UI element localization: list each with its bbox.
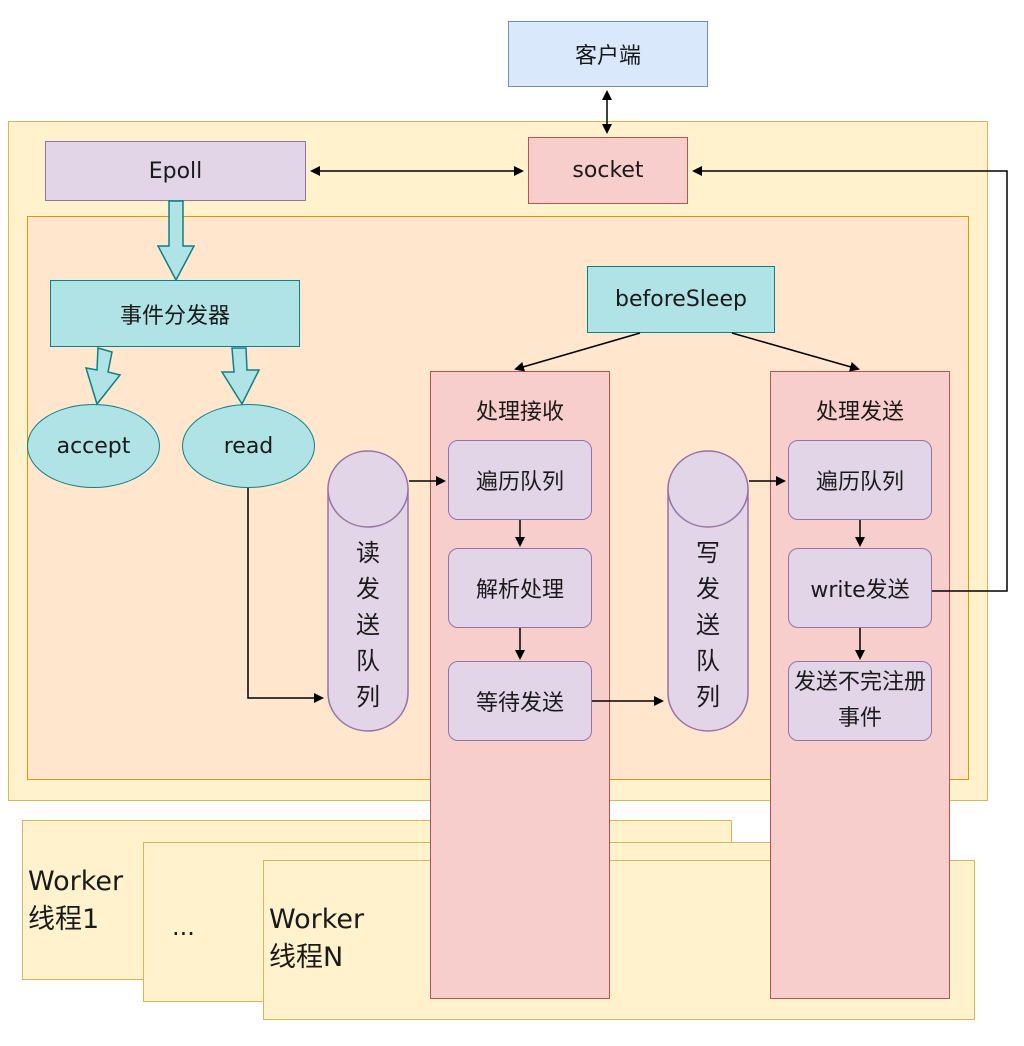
send-step-register-event: 发送不完注册事件	[788, 661, 932, 741]
client-node: 客户端	[508, 21, 708, 87]
receive-column-title: 处理接收	[475, 400, 564, 425]
worker-thread-n-label: Worker 线程N	[269, 901, 364, 977]
receive-step-wait-send: 等待发送	[448, 661, 592, 741]
worker-thread-1-label: Worker 线程1	[28, 863, 123, 939]
epoll-node: Epoll	[45, 141, 306, 201]
worker-thread-n-line2: 线程N	[269, 942, 344, 973]
write-queue-char: 队	[696, 647, 720, 675]
receive-step-parse: 解析处理	[448, 548, 592, 628]
write-queue-char: 列	[696, 683, 720, 711]
send-step-traverse: 遍历队列	[788, 440, 932, 520]
worker-thread-n-line1: Worker	[269, 904, 365, 935]
write-queue-char: 写	[696, 539, 720, 567]
read-node: read	[182, 404, 315, 488]
write-queue-label: 写 发 送 队 列	[666, 535, 750, 715]
worker-thread-1-line2: 线程1	[28, 904, 100, 935]
read-queue-label: 读 发 送 队 列	[326, 535, 410, 715]
send-step-write: write发送	[788, 548, 932, 628]
read-queue-char: 读	[356, 539, 380, 567]
read-queue-char: 送	[356, 611, 380, 639]
write-queue-char: 发	[696, 575, 720, 603]
worker-thread-1-line1: Worker	[28, 866, 124, 897]
receive-step-traverse: 遍历队列	[448, 440, 592, 520]
before-sleep-node: beforeSleep	[587, 266, 775, 333]
send-column-title: 处理发送	[815, 400, 904, 425]
read-queue-char: 列	[356, 683, 380, 711]
write-queue-char: 送	[696, 611, 720, 639]
read-queue-cylinder	[327, 450, 409, 732]
accept-node: accept	[27, 404, 160, 488]
socket-node: socket	[528, 137, 688, 204]
read-queue-char: 队	[356, 647, 380, 675]
worker-ellipsis: ...	[172, 913, 195, 941]
event-dispatcher-node: 事件分发器	[50, 280, 300, 347]
read-queue-char: 发	[356, 575, 380, 603]
